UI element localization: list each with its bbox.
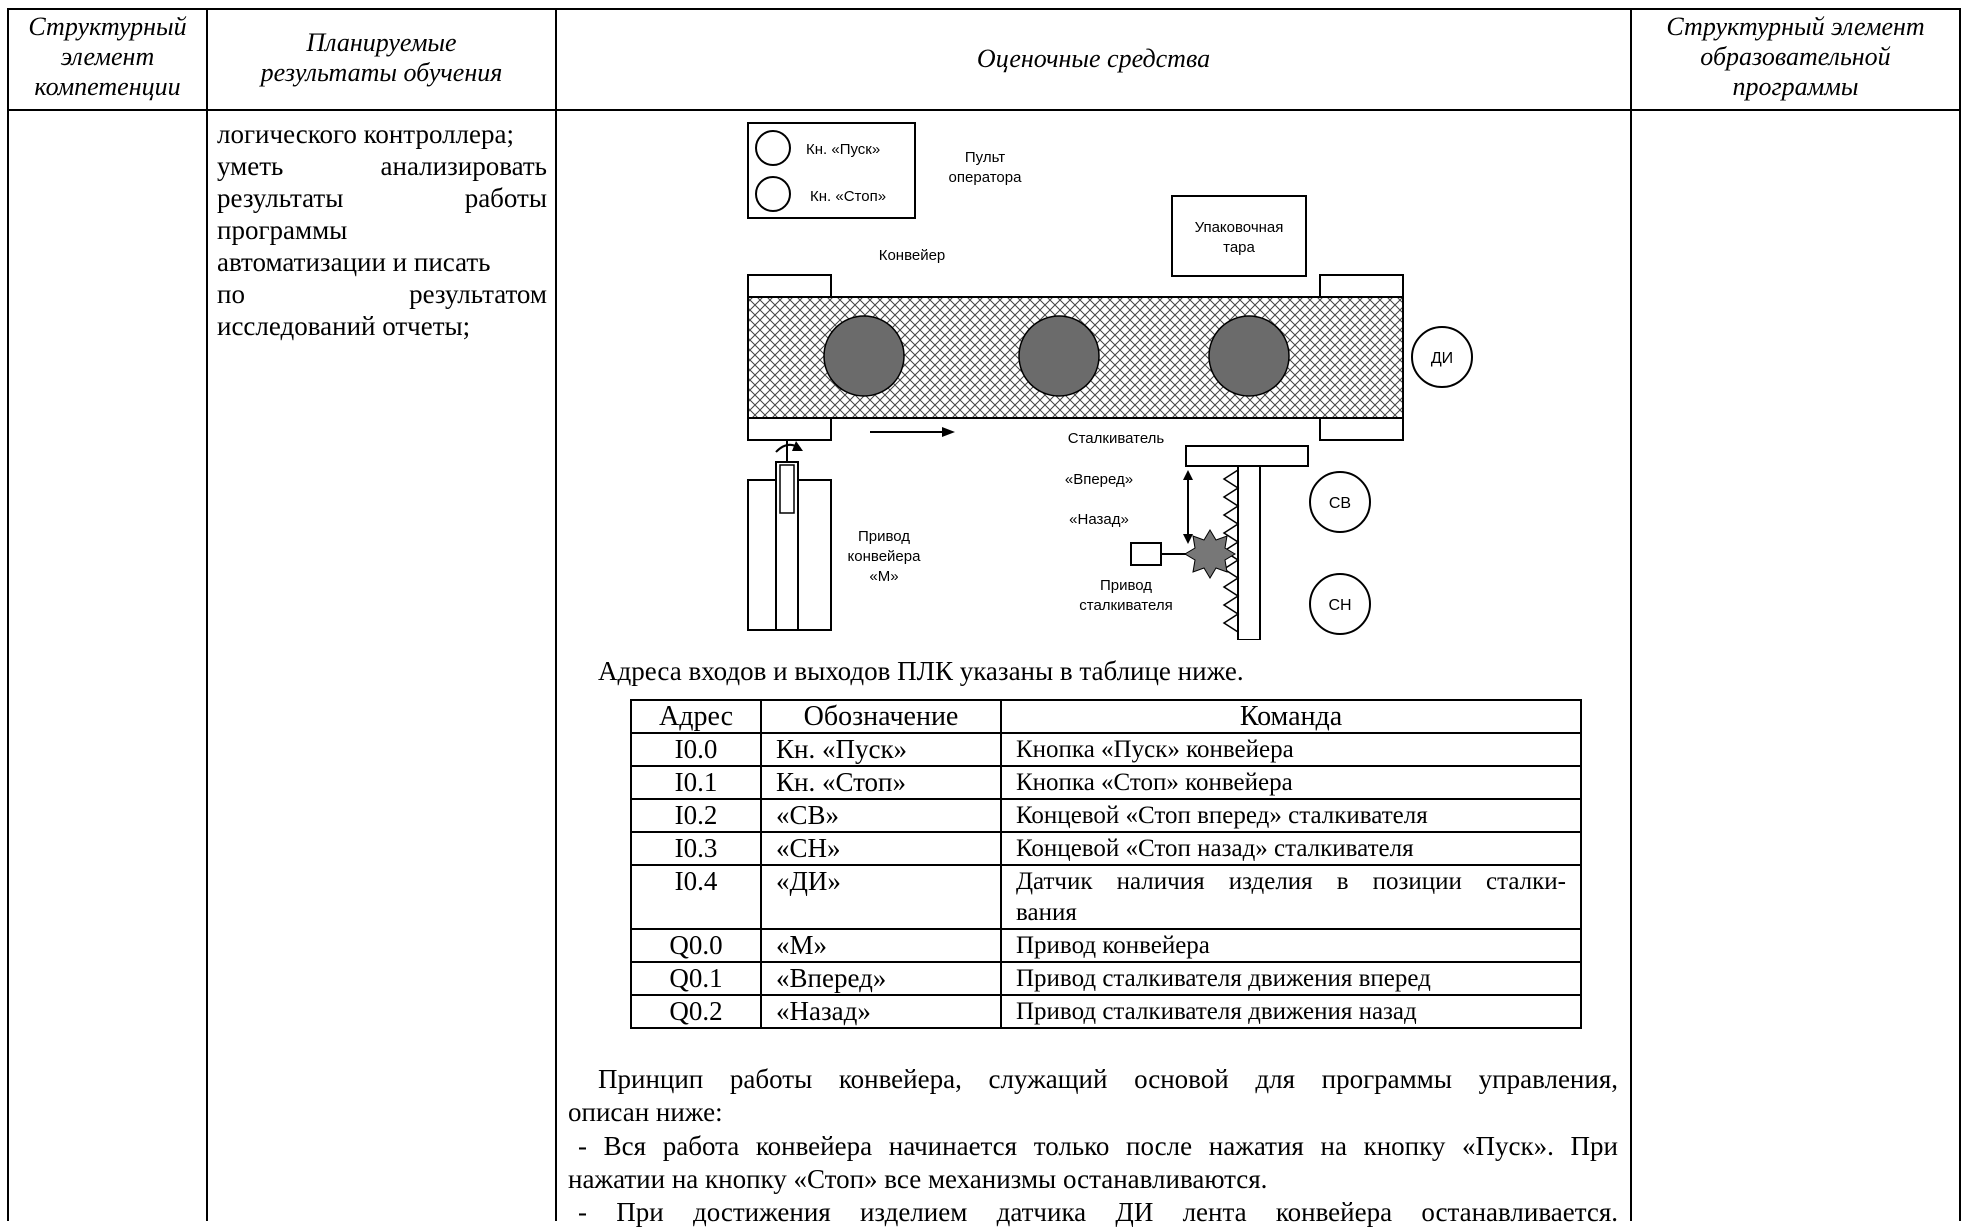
table-row: I0.2«СВ»Концевой «Стоп вперед» сталкиват…: [630, 798, 1582, 833]
product-1: [823, 315, 905, 397]
io-table-intro: Адреса входов и выходов ПЛК указаны в та…: [598, 656, 1244, 686]
start-button-icon: [755, 130, 791, 166]
table-top-border: [7, 8, 1961, 10]
svg-text:Привод: Привод: [1100, 577, 1152, 594]
table-right-border: [1959, 8, 1961, 1221]
table-row: Q0.2«Назад»Привод сталкивателя движения …: [630, 994, 1582, 1029]
svg-text:Привод: Привод: [858, 528, 910, 545]
svg-text:ДИ: ДИ: [1431, 350, 1453, 367]
svg-text:конвейера: конвейера: [848, 548, 922, 565]
operator-panel-label-1: Пульт: [965, 149, 1005, 166]
col-header-address: Адрес: [630, 699, 762, 734]
svg-text:тара: тара: [1223, 239, 1255, 256]
conveyor-diagram: Кн. «Пуск» Кн. «Стоп» Пульт оператора Уп…: [747, 122, 1473, 640]
sensor-di-icon: [1411, 326, 1473, 388]
principle-line-4: нажатии на кнопку «Стоп» все механизмы о…: [568, 1164, 1268, 1194]
table-row: Q0.0«М»Привод конвейера: [630, 928, 1582, 963]
principle-line-2: описан ниже:: [568, 1097, 723, 1127]
stop-button-icon: [755, 176, 791, 212]
svg-text:«Назад»: «Назад»: [1069, 511, 1129, 528]
col-divider-1: [206, 8, 208, 1221]
pusher-motor: [1130, 542, 1162, 566]
direction-arrow-icon: [942, 427, 955, 437]
start-button-label: Кн. «Пуск»: [806, 141, 880, 158]
col-header-command: Команда: [1000, 699, 1582, 734]
principle-line-1: Принцип работы конвейера, служащий основ…: [598, 1064, 1618, 1094]
svg-text:Упаковочная: Упаковочная: [1195, 219, 1284, 236]
up-arrow-icon: [1183, 470, 1193, 480]
svg-text:«Вперед»: «Вперед»: [1065, 471, 1133, 488]
table-row: I0.3«СН»Концевой «Стоп назад» сталкивате…: [630, 831, 1582, 866]
svg-text:сталкивателя: сталкивателя: [1079, 597, 1172, 614]
product-2: [1018, 315, 1100, 397]
table-row: I0.4«ДИ» Датчик наличия изделия в позици…: [630, 864, 1582, 930]
svg-text:СВ: СВ: [1329, 495, 1351, 512]
conveyor-label: Конвейер: [879, 247, 946, 264]
sensor-sv-icon: [1309, 471, 1371, 533]
col-header-designation: Обозначение: [760, 699, 1002, 734]
sensor-sn-icon: [1309, 573, 1371, 635]
table-left-border: [7, 8, 9, 1221]
col-divider-2: [555, 8, 557, 1221]
product-3: [1208, 315, 1290, 397]
principle-line-3: - Вся работа конвейера начинается только…: [578, 1131, 1618, 1161]
down-arrow-icon: [1183, 534, 1193, 544]
stop-button-label: Кн. «Стоп»: [810, 188, 886, 205]
svg-text:«М»: «М»: [869, 568, 898, 585]
svg-text:СН: СН: [1328, 597, 1351, 614]
principle-line-5: - При достижения изделием датчика ДИ лен…: [578, 1197, 1618, 1227]
operator-panel-label-2: оператора: [949, 169, 1023, 186]
packaging-box: [1171, 195, 1307, 277]
header-assessment-tools: Оценочные средства: [976, 44, 1211, 73]
table-row: Q0.1«Вперед»Привод сталкивателя движения…: [630, 961, 1582, 996]
header-bottom-border: [7, 109, 1961, 111]
pusher-label: Сталкиватель: [1068, 430, 1165, 447]
gear-icon: [1184, 529, 1236, 579]
col-divider-3: [1630, 8, 1632, 1221]
pusher-plate: [1185, 445, 1309, 467]
